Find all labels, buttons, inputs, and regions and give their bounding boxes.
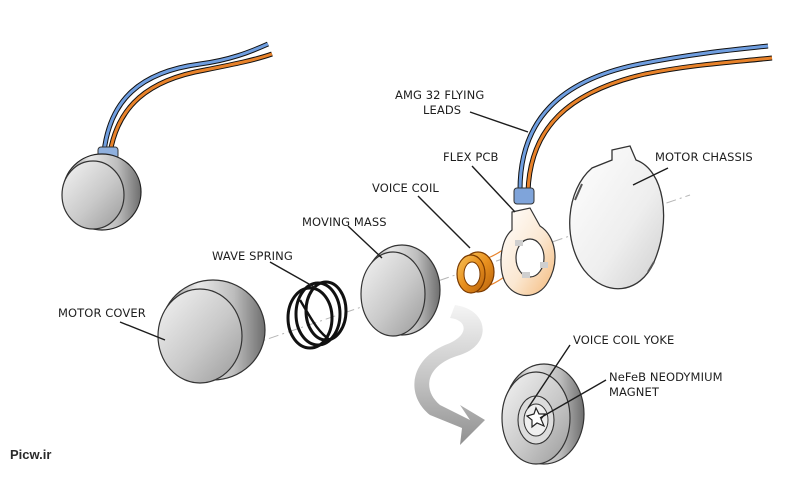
label-wave-spring: WAVE SPRING [212, 249, 293, 263]
label-magnet-2: MAGNET [609, 385, 660, 399]
leader-flex-pcb [471, 165, 516, 213]
leader-motor-chassis [632, 167, 669, 186]
label-flex-pcb: FLEX PCB [443, 150, 498, 164]
leader-moving-mass [347, 225, 383, 259]
label-motor-cover: MOTOR COVER [58, 306, 146, 320]
leader-flying-leads [469, 111, 529, 133]
moving-mass [360, 244, 441, 337]
curved-arrow [414, 305, 485, 445]
label-motor-chassis: MOTOR CHASSIS [655, 150, 753, 164]
wave-spring [286, 280, 348, 350]
leader-wave-spring [269, 261, 317, 289]
label-voice-coil: VOICE COIL [372, 181, 439, 195]
label-voice-coil-yoke: VOICE COIL YOKE [573, 333, 674, 347]
motor-cover [157, 279, 266, 384]
watermark: Picw.ir [10, 447, 51, 462]
assembled-motor-wires [101, 41, 273, 154]
flying-leads [513, 43, 773, 205]
lead-clamp [513, 187, 535, 205]
voice-coil [456, 247, 507, 294]
motor-chassis [569, 145, 665, 290]
label-flying-leads-1: AMG 32 FLYING [395, 88, 484, 102]
leader-magnet [539, 379, 607, 419]
neodymium-magnet [525, 406, 547, 429]
flex-pcb [500, 207, 556, 296]
label-moving-mass: MOVING MASS [302, 215, 387, 229]
assembled-motor [61, 41, 273, 231]
assembled-motor-face [61, 160, 125, 230]
label-flying-leads-2: LEADS [423, 103, 461, 117]
leader-voice-coil [417, 195, 471, 249]
leader-motor-cover [119, 321, 166, 341]
leader-voice-coil-yoke [527, 344, 571, 409]
label-magnet-1: NeFeB NEODYMIUM [609, 370, 723, 384]
